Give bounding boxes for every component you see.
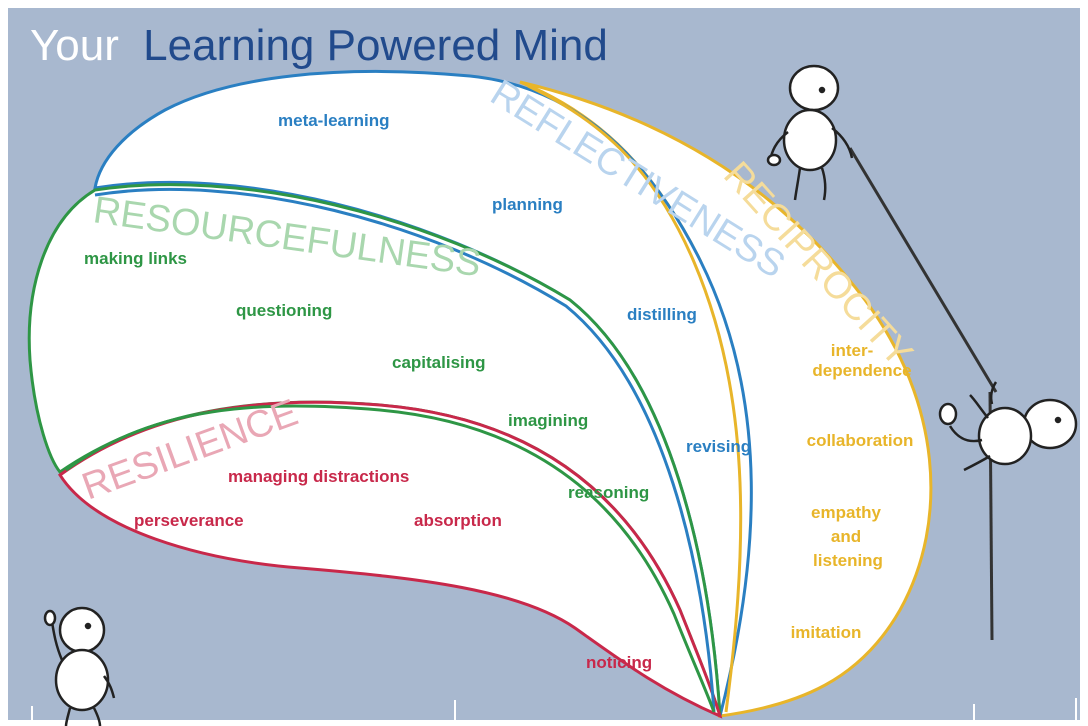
boundary-resilience <box>65 404 716 713</box>
capacity-planning: planning <box>492 195 563 214</box>
capacity-interdependence-line2: dependence <box>812 361 911 380</box>
capacity-perseverance: perseverance <box>134 511 244 530</box>
reflectiveness-capacities: meta-learning planning distilling revisi… <box>278 111 751 456</box>
figure-climbing-top <box>766 64 854 201</box>
boundary-resourcefulness <box>94 187 716 713</box>
capacity-noticing: noticing <box>586 653 652 672</box>
capacity-collaboration: collaboration <box>807 431 914 450</box>
capacity-revising: revising <box>686 437 751 456</box>
title: Your Learning Powered Mind <box>30 21 608 70</box>
reciprocity-capacities: inter- dependence collaboration empathy … <box>791 341 914 642</box>
capacity-absorption: absorption <box>414 511 502 530</box>
resourcefulness-capacities: making links questioning capitalising im… <box>84 249 649 502</box>
capacity-interdependence-line1: inter- <box>831 341 874 360</box>
rope-upper <box>848 147 998 393</box>
capacity-making-links: making links <box>84 249 187 268</box>
capacity-empathy: empathy <box>811 503 881 522</box>
figure-hanging-rope <box>938 381 1078 472</box>
resilience-capacities: managing distractions perseverance absor… <box>134 467 652 672</box>
capacity-managing-distractions: managing distractions <box>228 467 409 486</box>
title-part-your: Your <box>30 21 119 70</box>
capacity-reasoning: reasoning <box>568 483 649 502</box>
bottom-ticks <box>31 698 1077 726</box>
capacity-questioning: questioning <box>236 301 332 320</box>
capacity-meta-learning: meta-learning <box>278 111 389 130</box>
capacity-capitalising: capitalising <box>392 353 486 372</box>
capacity-imitation: imitation <box>791 623 862 642</box>
figure-waving-bottom <box>43 606 116 726</box>
title-part-main: Learning Powered Mind <box>143 21 608 70</box>
capacity-imagining: imagining <box>508 411 588 430</box>
boundary-reflectiveness <box>527 84 743 713</box>
capacity-distilling: distilling <box>627 305 697 324</box>
capacity-and: and <box>831 527 861 546</box>
capacity-listening: listening <box>813 551 883 570</box>
